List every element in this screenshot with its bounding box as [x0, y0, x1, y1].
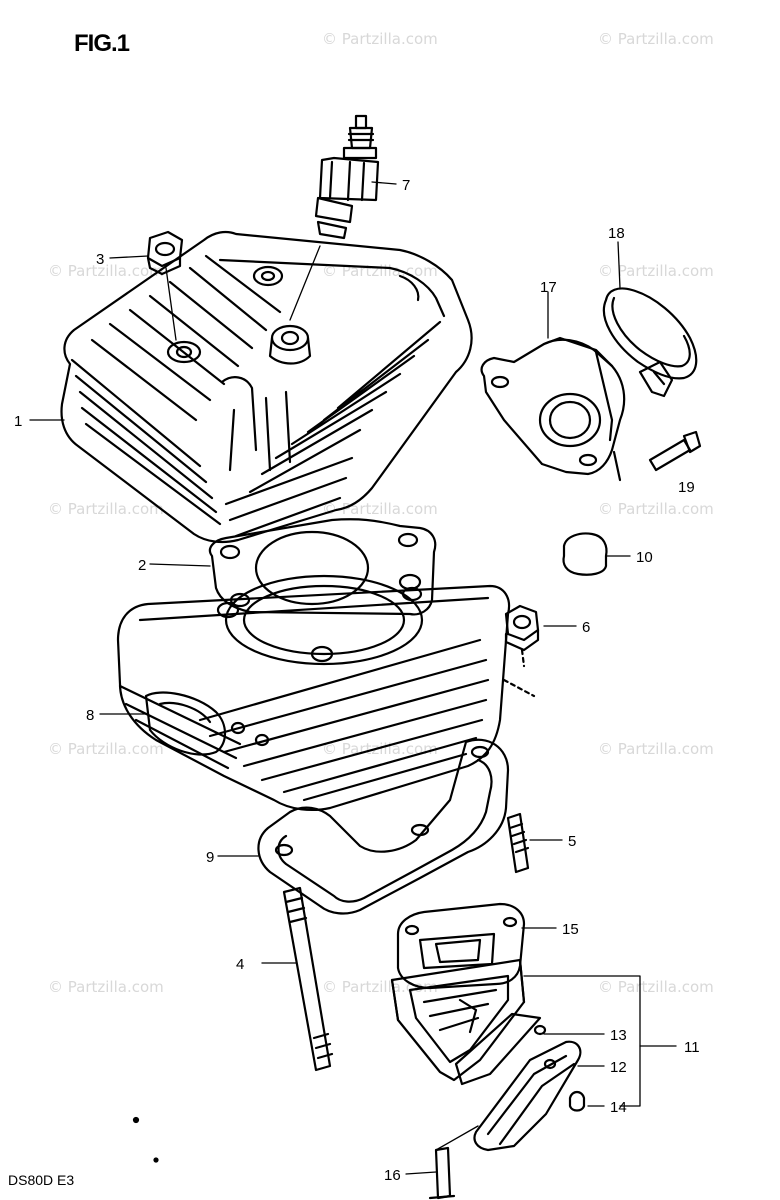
model-code: DS80D E3 — [8, 1172, 75, 1188]
callout-8: 8 — [86, 707, 94, 724]
callout-2: 2 — [138, 557, 146, 574]
callout-4: 4 — [236, 956, 244, 973]
base-gasket[interactable] — [257, 738, 510, 915]
spark-plug[interactable] — [314, 114, 380, 240]
callout-3: 3 — [96, 251, 104, 268]
head-nut[interactable] — [146, 230, 184, 276]
callout-13: 13 — [610, 1027, 627, 1044]
callout-9: 9 — [206, 849, 214, 866]
watermark: © Partzilla.com — [48, 978, 164, 996]
watermark: © Partzilla.com — [598, 978, 714, 996]
callout-16: 16 — [384, 1167, 401, 1184]
callout-15: 15 — [562, 921, 579, 938]
watermark: © Partzilla.com — [48, 500, 164, 518]
callout-17: 17 — [540, 279, 557, 296]
cylinder-head[interactable] — [60, 230, 473, 544]
cap[interactable] — [562, 532, 608, 576]
callout-14: 14 — [610, 1099, 627, 1116]
cylinder[interactable] — [116, 573, 511, 811]
callout-11: 11 — [684, 1039, 700, 1056]
watermark: © Partzilla.com — [322, 740, 438, 758]
short-stud[interactable] — [506, 812, 530, 874]
watermark: © Partzilla.com — [598, 740, 714, 758]
dot — [132, 1116, 140, 1124]
dot — [153, 1157, 159, 1163]
guide-line — [520, 648, 526, 668]
callout-7: 7 — [402, 177, 410, 194]
reed-screw[interactable] — [568, 1090, 586, 1112]
watermark: © Partzilla.com — [48, 740, 164, 758]
callout-6: 6 — [582, 619, 590, 636]
reed-bolt[interactable] — [428, 1146, 456, 1200]
watermark: © Partzilla.com — [598, 500, 714, 518]
callout-5: 5 — [568, 833, 576, 850]
intake-pipe[interactable] — [480, 336, 626, 482]
callout-10: 10 — [636, 549, 653, 566]
reed-valve-body[interactable] — [390, 958, 526, 1082]
watermark: © Partzilla.com — [48, 262, 164, 280]
guide-line — [502, 678, 536, 698]
hose-clamp[interactable] — [602, 287, 698, 398]
figure-title: FIG.1 — [74, 30, 130, 57]
watermark: © Partzilla.com — [322, 30, 438, 48]
cylinder-nut[interactable] — [504, 604, 540, 652]
clamp-bolt[interactable] — [648, 430, 702, 472]
reed-stopper[interactable] — [473, 1040, 582, 1152]
watermark: © Partzilla.com — [598, 262, 714, 280]
callout-12: 12 — [610, 1059, 627, 1076]
leader-lines — [29, 181, 677, 1175]
watermark: © Partzilla.com — [598, 30, 714, 48]
callout-18: 18 — [608, 225, 625, 242]
callout-1: 1 — [14, 413, 22, 430]
callout-19: 19 — [678, 479, 695, 496]
long-stud[interactable] — [282, 886, 334, 1072]
reed-petal[interactable] — [454, 1012, 547, 1086]
